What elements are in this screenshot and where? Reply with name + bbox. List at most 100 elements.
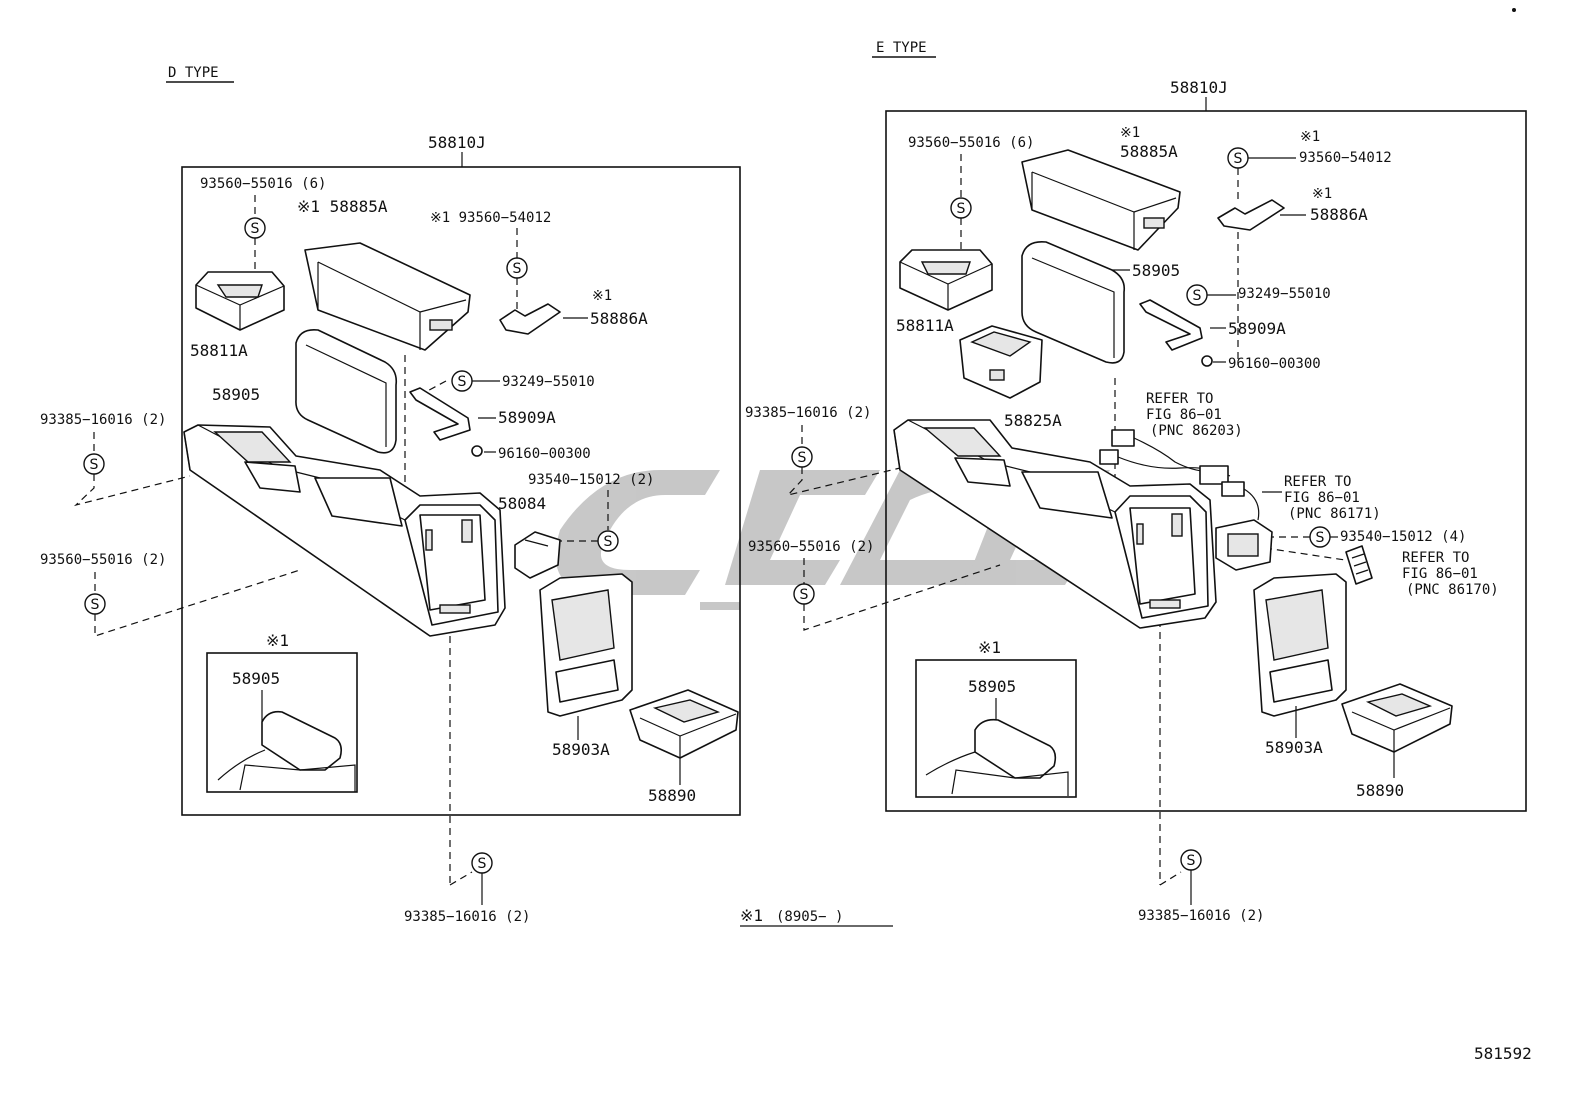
e-refer2-line2: FIG 86−01	[1284, 490, 1360, 506]
e-screw-93249-icon: S	[1186, 284, 1208, 306]
e-assembly-number: 58810J	[1170, 78, 1228, 97]
e-label-93385-16016-left: 93385−16016 (2)	[745, 405, 871, 421]
d-part-58084	[514, 531, 561, 579]
d-inset: ※1 58905	[206, 631, 358, 793]
e-label-58905: 58905	[1132, 261, 1180, 280]
e-part-switch-86171	[1215, 519, 1273, 571]
drawing-number: 581592	[1474, 1044, 1532, 1063]
svg-text:S: S	[798, 450, 807, 466]
d-label-58890: 58890	[648, 786, 696, 805]
svg-text:S: S	[1316, 530, 1325, 546]
d-screw-93385-left-icon: S	[83, 453, 105, 475]
e-refer3-line1: REFER TO	[1402, 550, 1469, 566]
d-screw-93560-left-icon: S	[84, 593, 106, 615]
footnote: ※1 (8905− )	[740, 906, 893, 927]
e-screw-54012-icon: S	[1227, 147, 1249, 169]
e-part-58811a	[899, 249, 993, 311]
e-label-96160-00300: 96160−00300	[1228, 356, 1321, 372]
e-label-58825a: 58825A	[1004, 411, 1062, 430]
d-label-93560-55016-2: 93560−55016 (2)	[40, 552, 166, 568]
d-label-93385-16016-left: 93385−16016 (2)	[40, 412, 166, 428]
d-label-58084: 58084	[498, 494, 546, 513]
svg-text:S: S	[1193, 288, 1202, 304]
e-label-58811a: 58811A	[896, 316, 954, 335]
svg-text:S: S	[458, 374, 467, 390]
e-refer1-line1: REFER TO	[1146, 391, 1213, 407]
d-part-58885a	[304, 242, 471, 351]
d-label-93540-15012: 93540−15012 (2)	[528, 472, 654, 488]
e-refer1-line3: (PNC 86203)	[1150, 423, 1243, 439]
e-label-58885a-mark: ※1	[1120, 125, 1140, 141]
d-screw-top-icon: S	[244, 217, 266, 239]
svg-text:S: S	[90, 457, 99, 473]
d-label-93249-55010: 93249−55010	[502, 374, 595, 390]
d-screw-93249-icon: S	[451, 370, 473, 392]
e-inset-label-58905: 58905	[968, 677, 1016, 696]
e-label-58903a: 58903A	[1265, 738, 1323, 757]
d-label-58886a-mark: ※1	[592, 288, 612, 304]
e-label-93560-54012-mark: ※1	[1300, 129, 1320, 145]
e-part-console-body	[893, 419, 1217, 629]
svg-text:S: S	[604, 534, 613, 550]
e-label-58886a: 58886A	[1310, 205, 1368, 224]
d-label-58885a: ※1 58885A	[297, 197, 388, 216]
e-type-section: E TYPE 58810J 93560−55016 (6) ※1 58885A …	[745, 40, 1527, 924]
d-label-93560-55016-6: 93560−55016 (6)	[200, 176, 326, 192]
e-assembly-frame	[885, 110, 1527, 812]
d-label-58811a: 58811A	[190, 341, 248, 360]
e-part-58886a	[1217, 199, 1285, 231]
e-label-93560-54012: 93560−54012	[1299, 150, 1392, 166]
svg-text:S: S	[478, 856, 487, 872]
e-label-93385-16016-bottom: 93385−16016 (2)	[1138, 908, 1264, 924]
d-label-58886a: 58886A	[590, 309, 648, 328]
d-label-96160-00300: 96160−00300	[498, 446, 591, 462]
d-assembly-number: 58810J	[428, 133, 486, 152]
svg-text:S: S	[513, 261, 522, 277]
d-part-58886a	[499, 303, 561, 335]
e-refer3-line3: (PNC 86170)	[1406, 582, 1499, 598]
e-refer3-line2: FIG 86−01	[1402, 566, 1478, 582]
e-screw-93385-bottom-icon: S	[1180, 849, 1202, 871]
e-inset: ※1 58905	[915, 638, 1077, 798]
e-label-58890: 58890	[1356, 781, 1404, 800]
e-part-wire-harness	[1099, 429, 1260, 521]
svg-text:S: S	[1234, 151, 1243, 167]
e-screw-93540-icon: S	[1309, 526, 1331, 548]
e-part-58909a	[1139, 299, 1213, 367]
d-screw-54012-icon: S	[506, 257, 528, 279]
d-part-58905	[295, 328, 398, 454]
d-label-58905: 58905	[212, 385, 260, 404]
e-refer2-line3: (PNC 86171)	[1288, 506, 1381, 522]
d-label-93560-54012: ※1 93560−54012	[430, 210, 551, 226]
d-part-console-body	[183, 424, 506, 637]
e-inset-mark: ※1	[978, 638, 1001, 657]
e-label-58886a-mark: ※1	[1312, 186, 1332, 202]
e-part-58905	[1021, 240, 1126, 364]
d-part-58903a	[539, 573, 633, 717]
d-screw-93540-icon: S	[597, 530, 619, 552]
e-label-93560-55016-2: 93560−55016 (2)	[748, 539, 874, 555]
d-type-title: D TYPE	[168, 65, 219, 81]
e-part-58903a	[1253, 573, 1347, 717]
e-refer1-line2: FIG 86−01	[1146, 407, 1222, 423]
d-label-58909a: 58909A	[498, 408, 556, 427]
e-label-93249-55010: 93249−55010	[1238, 286, 1331, 302]
svg-text:S: S	[800, 587, 809, 603]
e-screw-top-icon: S	[950, 197, 972, 219]
footnote-range: (8905− )	[776, 909, 843, 925]
d-part-58811a	[195, 271, 285, 331]
e-part-58890	[1341, 683, 1453, 778]
d-part-58890	[629, 689, 739, 785]
e-label-58909a: 58909A	[1228, 319, 1286, 338]
d-assembly-frame	[181, 166, 741, 816]
svg-text:S: S	[91, 597, 100, 613]
d-screw-93385-bottom-icon: S	[471, 852, 493, 874]
d-label-58903a: 58903A	[552, 740, 610, 759]
e-label-93560-55016-6: 93560−55016 (6)	[908, 135, 1034, 151]
d-inset-label-58905: 58905	[232, 669, 280, 688]
d-label-93385-16016-bottom: 93385−16016 (2)	[404, 909, 530, 925]
e-screw-93560-left-icon: S	[793, 583, 815, 605]
e-label-93540-15012: 93540−15012 (4)	[1340, 529, 1466, 545]
d-part-58909a	[409, 387, 483, 457]
